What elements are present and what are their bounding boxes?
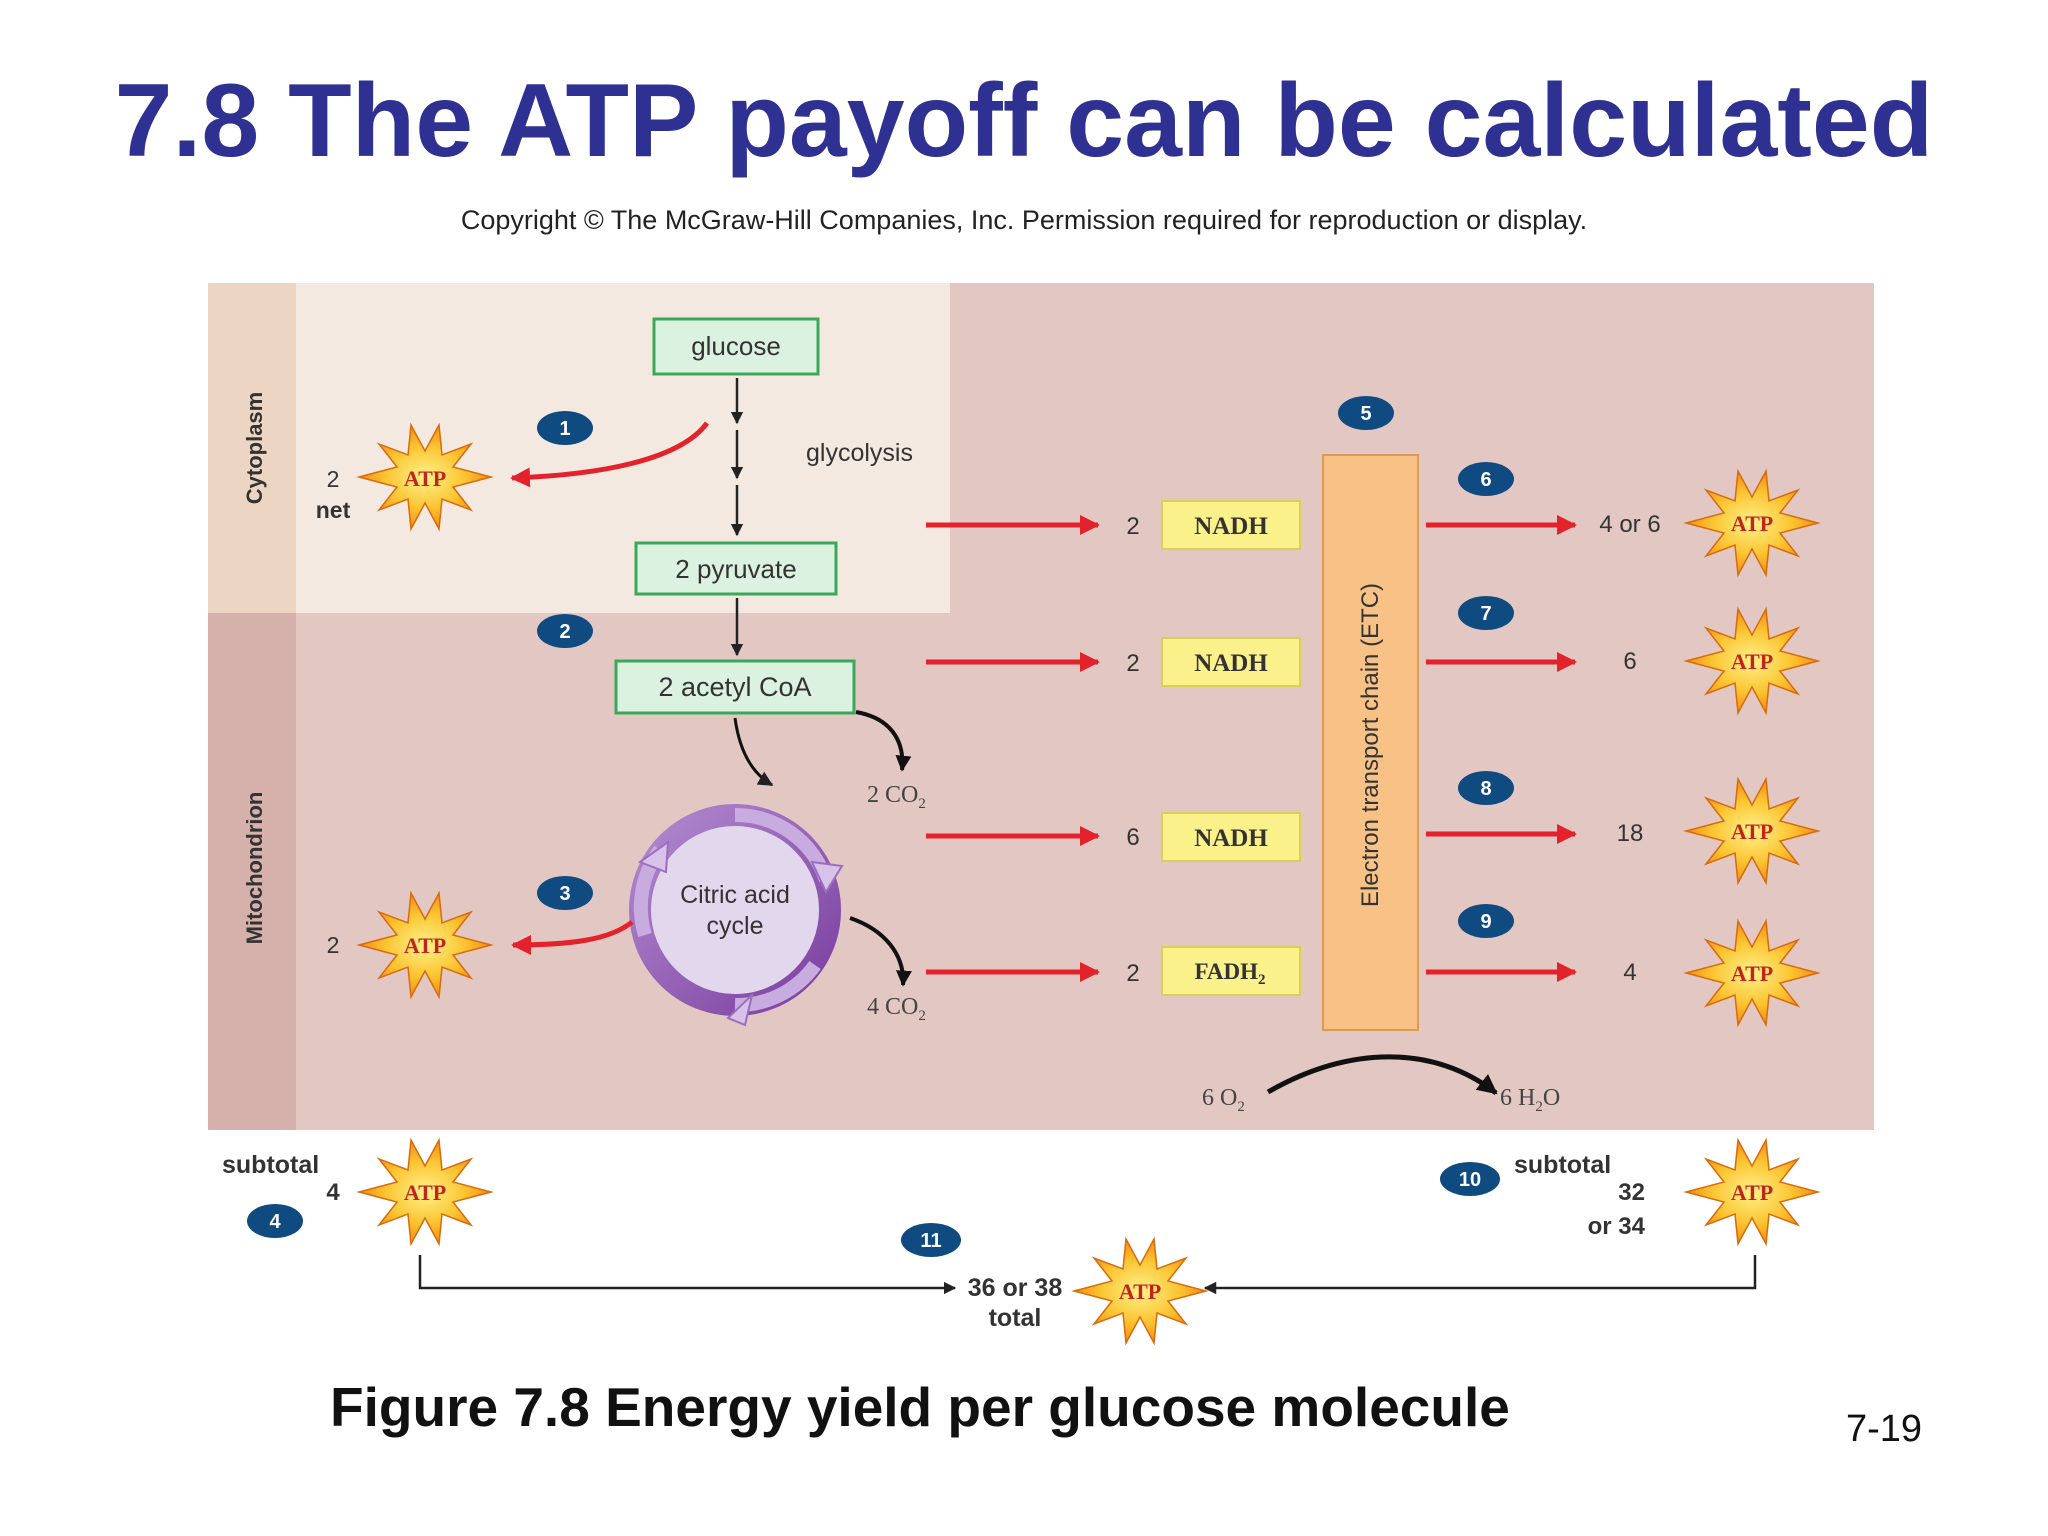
svg-text:6: 6 — [1480, 469, 1491, 491]
pyruvate-label: 2 pyruvate — [675, 554, 796, 584]
step-marker: 9 — [1458, 904, 1514, 938]
carrier-count: 2 — [1126, 960, 1139, 987]
pyruvate-box: 2 pyruvate — [634, 541, 838, 596]
step-marker: 4 — [247, 1204, 303, 1238]
etc-atp-count: 4 — [1623, 959, 1636, 986]
atp-label: ATP — [1731, 1180, 1773, 1205]
svg-text:8: 8 — [1480, 778, 1491, 800]
co2-first-label: 2 CO2 — [867, 782, 926, 812]
carrier-count: 2 — [1126, 650, 1139, 677]
step-marker: 2 — [537, 614, 593, 648]
svg-text:2: 2 — [559, 621, 570, 643]
citric-acid-label-line1: Citric acid — [680, 881, 790, 909]
cytoplasm-sidebar — [208, 283, 296, 613]
subtotal-right-label: subtotal — [1514, 1151, 1611, 1179]
etc-atp-count: 6 — [1623, 648, 1636, 675]
svg-text:5: 5 — [1360, 403, 1371, 425]
glycolysis-atp-arrow — [510, 421, 710, 488]
acetyl-coa-box: 2 acetyl CoA — [614, 659, 856, 715]
slide-title: 7.8 The ATP payoff can be calculated — [114, 63, 1934, 179]
total-value: 36 or 38 — [968, 1274, 1063, 1302]
glucose-box: glucose — [652, 317, 820, 376]
carrier-count: 2 — [1126, 513, 1139, 540]
atp-label: ATP — [1731, 961, 1773, 986]
svg-text:11: 11 — [920, 1230, 941, 1252]
atp-label: ATP — [1731, 649, 1773, 674]
copyright-notice: Copyright © The McGraw-Hill Companies, I… — [460, 205, 1588, 235]
co2-first-arrow — [855, 710, 912, 772]
total-bracket — [418, 1255, 1757, 1295]
carrier-name: NADH — [1194, 825, 1268, 852]
carrier-row: 2 NADH — [926, 637, 1301, 687]
etc-box: Electron transport chain (ETC) — [1322, 454, 1419, 1031]
mitochondrion-label: Mitochondrion — [242, 792, 267, 945]
acetyl-to-cycle-arrow — [733, 717, 774, 787]
step-marker: 10 — [1440, 1162, 1500, 1196]
co2-second-label: 4 CO2 — [867, 994, 926, 1024]
oxygen-label: 6 O2 — [1202, 1085, 1245, 1115]
atp-label: ATP — [404, 1180, 446, 1205]
cycle-atp-arrow — [511, 920, 634, 955]
carrier-row: 2 NADH — [926, 500, 1301, 550]
cytoplasm-label: Cytoplasm — [242, 392, 267, 504]
svg-text:10: 10 — [1459, 1169, 1481, 1191]
cycle-atp-count: 2 — [327, 932, 340, 958]
etc-output-arrows — [1426, 515, 1577, 982]
cycle-arrowhead-icon — [637, 839, 670, 874]
total-word: total — [989, 1304, 1042, 1332]
glycolysis-atp-count: 2 — [327, 466, 340, 492]
step-marker: 11 — [901, 1223, 961, 1257]
svg-text:3: 3 — [559, 883, 570, 905]
cycle-arrowhead-icon — [726, 991, 754, 1027]
step-marker: 1 — [537, 411, 593, 445]
glycolysis-label: glycolysis — [806, 439, 913, 467]
carrier-count: 6 — [1126, 824, 1139, 851]
step-marker: 6 — [1458, 462, 1514, 496]
figure-caption: Figure 7.8 Energy yield per glucose mole… — [330, 1376, 1510, 1438]
cycle-arrowhead-icon — [810, 860, 844, 895]
carrier-name: NADH — [1194, 650, 1268, 677]
etc-atp-count: 4 or 6 — [1599, 511, 1660, 538]
glycolysis-atp-net: net — [316, 497, 351, 523]
glucose-label: glucose — [691, 331, 781, 361]
carrier-name: NADH — [1194, 513, 1268, 540]
step-marker: 5 — [1338, 396, 1394, 430]
svg-text:9: 9 — [1480, 911, 1491, 933]
etc-label: Electron transport chain (ETC) — [1357, 583, 1384, 907]
atp-label: ATP — [1731, 819, 1773, 844]
water-label: 6 H2O — [1500, 1085, 1560, 1115]
svg-text:7: 7 — [1480, 603, 1491, 625]
step-marker: 8 — [1458, 771, 1514, 805]
atp-label: ATP — [1119, 1279, 1161, 1304]
co2-second-arrow — [849, 916, 912, 987]
subtotal-right-value: 32 — [1618, 1179, 1645, 1206]
step-marker: 3 — [537, 876, 593, 910]
atp-label: ATP — [404, 933, 446, 958]
atp-label: ATP — [404, 466, 446, 491]
citric-acid-label-line2: cycle — [707, 912, 764, 940]
atp-label: ATP — [1731, 511, 1773, 536]
svg-text:1: 1 — [559, 418, 570, 440]
carrier-row: 6 NADH — [926, 812, 1301, 862]
slide-number: 7-19 — [1846, 1408, 1923, 1450]
carrier-name: FADH2 — [1195, 959, 1266, 988]
svg-text:4: 4 — [269, 1211, 281, 1233]
oxygen-to-water-arrow — [1266, 1054, 1498, 1095]
mitochondrion-sidebar — [208, 613, 296, 1130]
citric-acid-cycle: Citric acid cycle — [629, 804, 844, 1027]
subtotal-left-label: subtotal — [222, 1151, 319, 1179]
carrier-row: 2 FADH2 — [926, 946, 1301, 996]
etc-atp-count: 18 — [1617, 820, 1644, 847]
acetyl-coa-label: 2 acetyl CoA — [658, 672, 811, 702]
subtotal-left-value: 4 — [326, 1179, 340, 1206]
step-marker: 7 — [1458, 596, 1514, 630]
subtotal-right-alt: or 34 — [1588, 1213, 1646, 1240]
